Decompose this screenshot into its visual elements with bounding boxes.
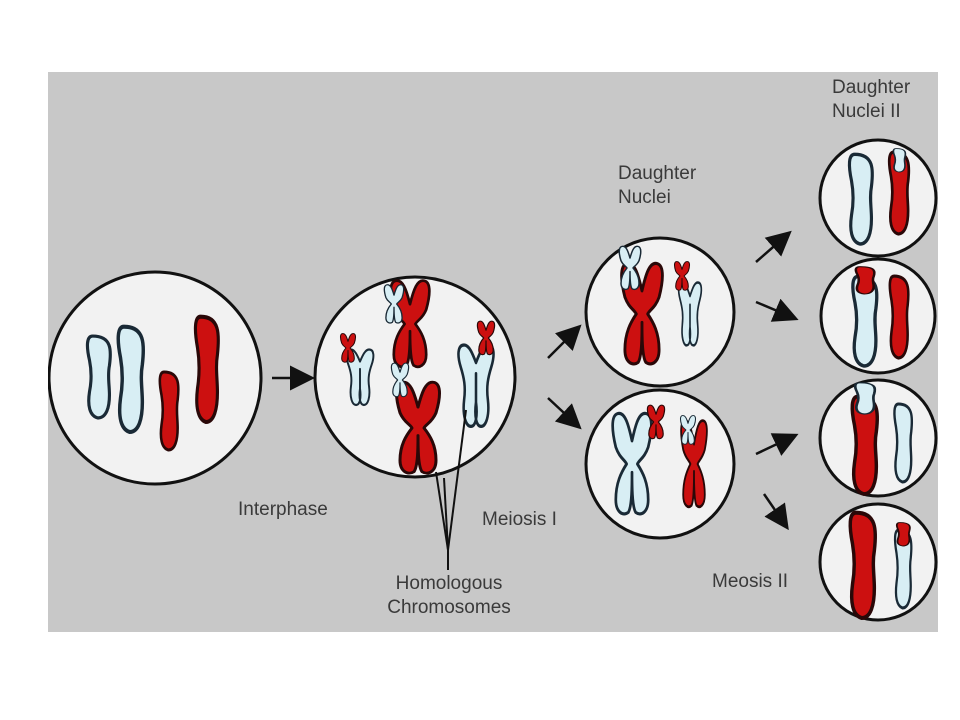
arrow-to-daughter-ii-2 bbox=[755, 298, 799, 322]
arrow-to-daughter-ii-3 bbox=[755, 433, 799, 456]
label-daughter-nuclei: Daughter Nuclei bbox=[618, 162, 696, 210]
daughter-nucleus-ii-4 bbox=[818, 502, 938, 622]
arrow-to-daughter-bottom bbox=[547, 397, 582, 430]
label-daughter-nuclei-ii-line2: Nuclei II bbox=[832, 101, 901, 122]
diagram-panel: Interphase Meiosis I Homologous Chromoso… bbox=[48, 72, 938, 632]
label-daughter-nuclei-line1: Daughter bbox=[618, 163, 697, 184]
label-interphase: Interphase bbox=[238, 499, 328, 520]
label-daughter-nuclei-ii-line1: Daughter bbox=[832, 77, 911, 98]
daughter-nucleus-ii-2 bbox=[819, 257, 937, 375]
label-meiosis-one: Meiosis I bbox=[482, 509, 557, 530]
arrow-to-daughter-ii-1 bbox=[755, 230, 792, 263]
label-meiosis-two: Meosis II bbox=[712, 571, 789, 592]
homologous-pointer-lines bbox=[435, 409, 467, 570]
daughter-nucleus-ii-1 bbox=[818, 138, 938, 258]
arrow-to-daughter-top bbox=[547, 324, 582, 359]
label-homologous-line2: Chromosomes bbox=[387, 597, 511, 618]
meiosis-diagram bbox=[48, 138, 938, 622]
meiosis-one-cell bbox=[313, 275, 517, 479]
label-daughter-nuclei-ii: Daughter Nuclei II bbox=[832, 76, 910, 124]
daughter-nucleus-top bbox=[584, 236, 736, 388]
daughter-nucleus-bottom bbox=[584, 388, 736, 540]
label-homologous-chromosomes: Homologous Chromosomes bbox=[360, 572, 538, 620]
arrow-to-daughter-ii-4 bbox=[762, 493, 789, 531]
daughter-nucleus-ii-3 bbox=[818, 378, 938, 498]
label-homologous-line1: Homologous bbox=[395, 573, 503, 594]
label-daughter-nuclei-line2: Nuclei bbox=[618, 187, 671, 208]
interphase-cell bbox=[48, 270, 263, 486]
